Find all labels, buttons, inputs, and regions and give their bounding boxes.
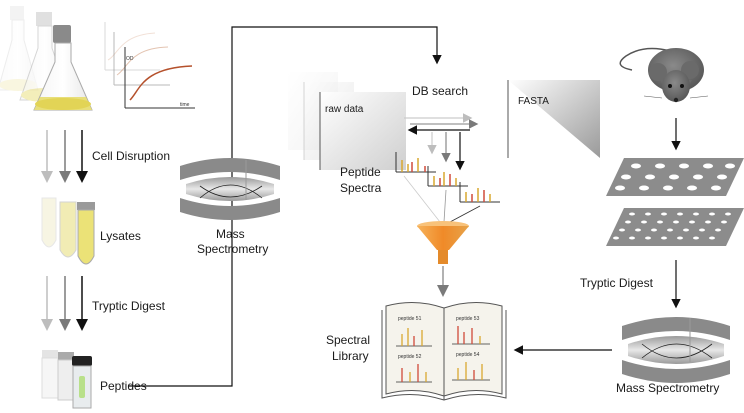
- raw-data-label: raw data: [325, 104, 364, 115]
- graph-time-label: time: [180, 102, 190, 108]
- spectrum-2-icon: [427, 166, 468, 187]
- fasta-label: FASTA: [518, 96, 549, 107]
- mouse-icon: [619, 47, 709, 103]
- cell-disruption-label: Cell Disruption: [92, 149, 170, 163]
- spectrum-3-icon: [459, 182, 500, 203]
- connector-to-db-search: [128, 26, 442, 387]
- mass-spec-left-label-2: Spectrometry: [197, 242, 268, 256]
- fasta-file-icon: [508, 80, 600, 158]
- peptide-spectra-label-1: Peptide: [340, 165, 381, 179]
- perforated-plate-top-icon: [606, 158, 744, 196]
- spectra-to-funnel-lines: [403, 175, 481, 223]
- spectral-library-label-2: Library: [332, 349, 369, 363]
- mass-spec-right-label: Mass Spectrometry: [616, 381, 719, 395]
- perforated-plate-bottom-icon: [606, 208, 744, 246]
- funnel-icon: [417, 221, 469, 264]
- left-arrows-1: [41, 130, 88, 183]
- lysates-label: Lysates: [100, 229, 141, 243]
- book-page-2-label: peptide 53: [456, 316, 480, 322]
- tryptic-digest-right-label: Tryptic Digest: [580, 276, 654, 290]
- raw-data-files-icon: [288, 72, 406, 170]
- mass-spec-left-label-1: Mass: [216, 227, 245, 241]
- db-search-label: DB search: [412, 84, 468, 98]
- book-page-4-label: peptide 54: [456, 352, 480, 358]
- lysate-tubes-icon: [41, 197, 95, 265]
- peptides-label: Peptides: [100, 379, 147, 393]
- graph-od-label: OD: [126, 56, 134, 62]
- peptide-vials-icon: [41, 350, 92, 409]
- book-page-1-label: peptide 51: [398, 316, 422, 322]
- growth-curve-graphs: OD time: [104, 22, 195, 109]
- spectral-library-book-icon: [381, 302, 507, 401]
- db-search-arrows-icon: [404, 113, 479, 171]
- mass-spectrometer-right-icon: [622, 317, 730, 383]
- peptide-spectra-label-2: Spectra: [340, 181, 382, 195]
- left-arrows-2: [41, 276, 88, 331]
- mass-spectrometer-left-icon: [180, 158, 280, 220]
- book-page-3-label: peptide 52: [398, 354, 422, 360]
- culture-flasks-icon: [0, 6, 93, 111]
- spectral-library-label-1: Spectral: [326, 333, 370, 347]
- tryptic-digest-left-label: Tryptic Digest: [92, 299, 166, 313]
- spectrum-1-icon: [395, 152, 436, 173]
